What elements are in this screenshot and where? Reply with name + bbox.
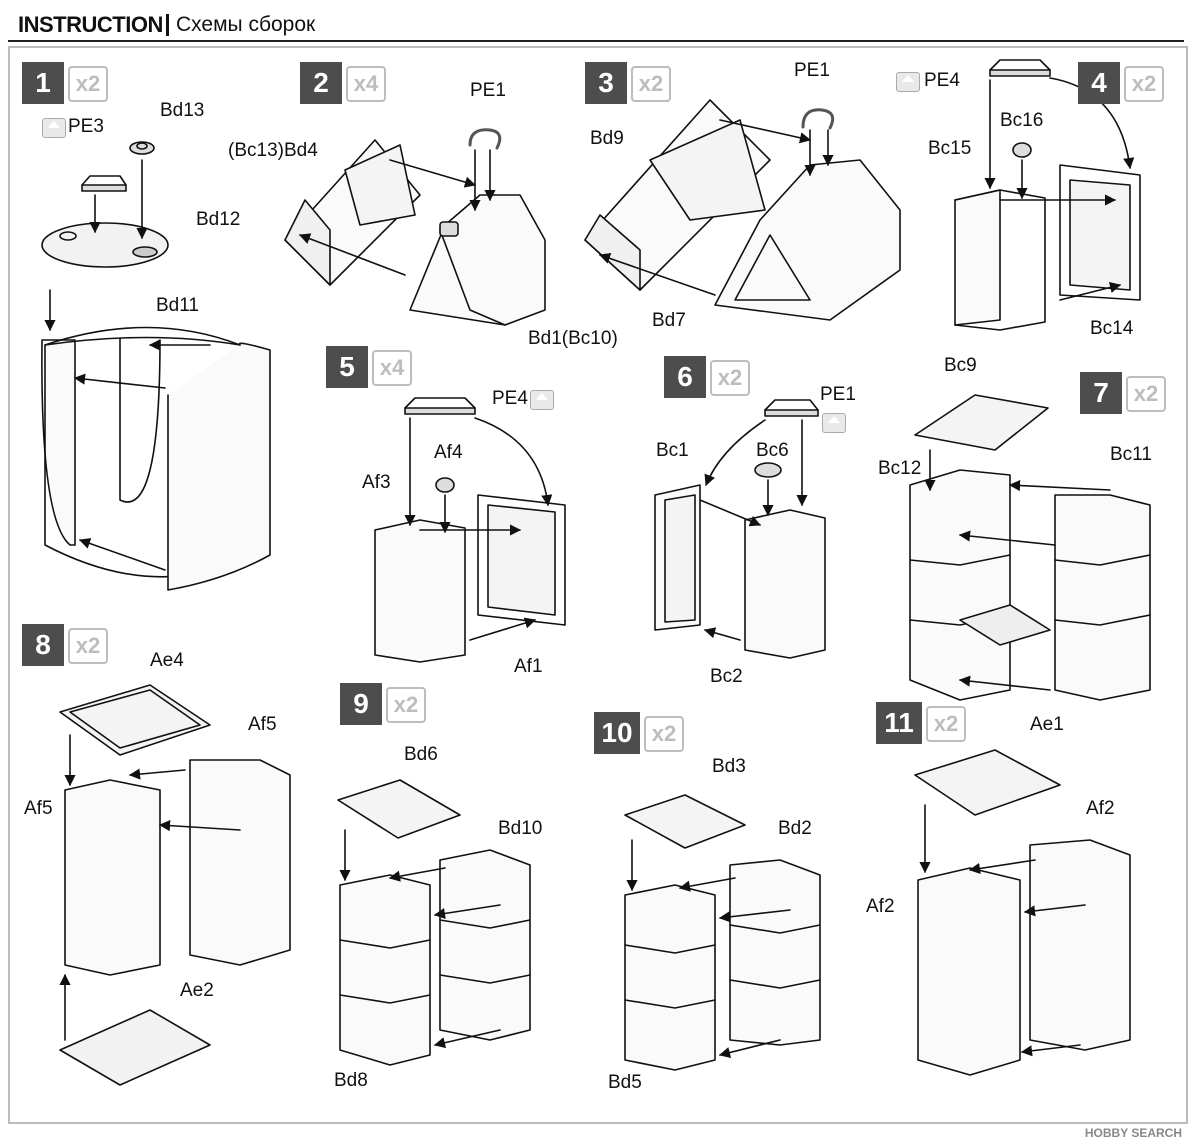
step-4-number: 4 xyxy=(1078,62,1120,104)
step2-drawing xyxy=(284,128,546,326)
part-label: Af3 xyxy=(362,472,391,493)
header-title: INSTRUCTION xyxy=(18,12,163,37)
header-separator xyxy=(166,14,169,36)
photo-etch-icon xyxy=(530,390,554,410)
step-2-multiplier: x4 xyxy=(346,66,386,102)
step-6-multiplier: x2 xyxy=(710,360,750,396)
part-label: PE3 xyxy=(68,116,104,137)
step-8-number: 8 xyxy=(22,624,64,666)
part-label: Bd7 xyxy=(652,310,686,331)
part-label: PE4 xyxy=(492,388,528,409)
part-label: Bd12 xyxy=(196,209,241,230)
part-label: Af1 xyxy=(514,656,543,677)
photo-etch-icon xyxy=(896,72,920,92)
part-label: Af2 xyxy=(1086,798,1115,819)
step-5-multiplier: x4 xyxy=(372,350,412,386)
part-label: PE1 xyxy=(470,80,506,101)
part-label: Ae4 xyxy=(150,650,184,671)
step-11-number: 11 xyxy=(876,702,922,744)
instruction-frame xyxy=(8,46,1188,1124)
step7-drawing xyxy=(909,394,1151,701)
step8-drawing xyxy=(59,684,291,1086)
part-label: Af2 xyxy=(866,896,895,917)
step-3-number: 3 xyxy=(585,62,627,104)
part-label: Bd8 xyxy=(334,1070,368,1091)
step-9-multiplier: x2 xyxy=(386,687,426,723)
step1-drawing xyxy=(41,141,271,591)
step-1-multiplier: x2 xyxy=(68,66,108,102)
part-label: Bc12 xyxy=(878,458,922,479)
part-label: Af5 xyxy=(248,714,277,735)
part-label: PE1 xyxy=(820,384,856,405)
step-10-number: 10 xyxy=(594,712,640,754)
page-header: INSTRUCTION Схемы сборок xyxy=(8,8,1184,42)
part-label: Af5 xyxy=(24,798,53,819)
part-label: Ae2 xyxy=(180,980,214,1001)
step-3-multiplier: x2 xyxy=(631,66,671,102)
part-label: Bc1 xyxy=(656,440,689,461)
step-11-multiplier: x2 xyxy=(926,706,966,742)
step5-drawing xyxy=(374,397,566,663)
part-label: Bc9 xyxy=(944,355,977,376)
step-7-multiplier: x2 xyxy=(1126,376,1166,412)
part-label: Bc16 xyxy=(1000,110,1044,131)
step-4-multiplier: x2 xyxy=(1124,66,1164,102)
part-label: Bd10 xyxy=(498,818,543,839)
step-8-multiplier: x2 xyxy=(68,628,108,664)
part-label: (Bc13)Bd4 xyxy=(228,140,318,161)
part-label: PE4 xyxy=(924,70,960,91)
part-label: Bc6 xyxy=(756,440,789,461)
part-label: PE1 xyxy=(794,60,830,81)
step-10-multiplier: x2 xyxy=(644,716,684,752)
part-label: Bc2 xyxy=(710,666,743,687)
step-6-number: 6 xyxy=(664,356,706,398)
part-label: Bc11 xyxy=(1110,444,1152,465)
step9-drawing xyxy=(337,779,531,1066)
step-5-number: 5 xyxy=(326,346,368,388)
part-label: Af4 xyxy=(434,442,463,463)
step-9-number: 9 xyxy=(340,683,382,725)
step4-drawing xyxy=(954,59,1141,331)
part-label: Bd2 xyxy=(778,818,812,839)
step3-drawing xyxy=(584,99,901,321)
step6-drawing xyxy=(654,399,826,659)
part-label: Bd9 xyxy=(590,128,624,149)
watermark: HOBBY SEARCH xyxy=(1084,1126,1182,1140)
part-label: Bd11 xyxy=(156,295,199,316)
part-label: Bd1(Bc10) xyxy=(528,328,618,349)
step-7-number: 7 xyxy=(1080,372,1122,414)
step-2-number: 2 xyxy=(300,62,342,104)
part-label: Ae1 xyxy=(1030,714,1064,735)
part-label: Bc14 xyxy=(1090,318,1134,339)
part-label: Bd5 xyxy=(608,1072,642,1093)
part-label: Bd13 xyxy=(160,100,205,121)
photo-etch-icon xyxy=(42,118,66,138)
part-label: Bc15 xyxy=(928,138,972,159)
step-1-number: 1 xyxy=(22,62,64,104)
step10-drawing xyxy=(624,794,821,1071)
header-subtitle: Схемы сборок xyxy=(176,13,316,36)
step11-drawing xyxy=(914,749,1131,1076)
photo-etch-icon xyxy=(822,413,846,433)
part-label: Bd6 xyxy=(404,744,438,765)
part-label: Bd3 xyxy=(712,756,746,777)
